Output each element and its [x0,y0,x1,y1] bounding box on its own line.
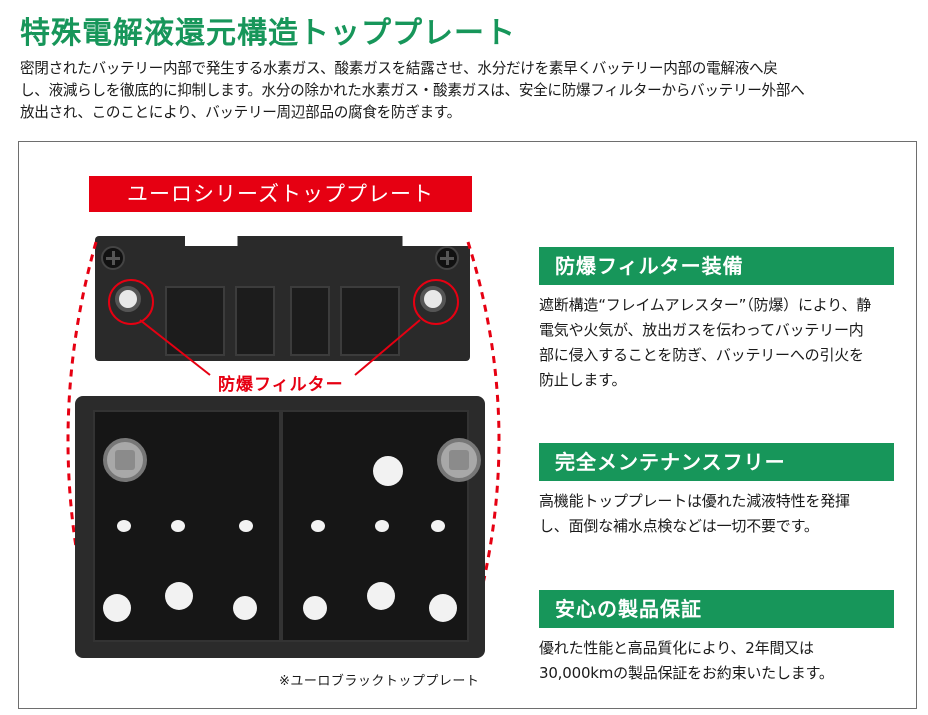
desc-line: 高機能トッププレートは優れた減液特性を発揮 [539,492,850,510]
intro-paragraph: 密閉されたバッテリー内部で発生する水素ガス、酸素ガスを結露させ、水分だけを素早く… [20,58,920,124]
vent-hole [431,520,445,532]
page-title: 特殊電解液還元構造トッププレート [20,16,516,51]
screw-icon [435,246,459,270]
feature-heading: 完全メンテナンスフリー [539,443,894,481]
vent-hole [171,520,185,532]
vent-hole [239,520,253,532]
desc-line: 電気や火気が、放出ガスを伝わってバッテリー内 [539,321,864,339]
feature-description: 優れた性能と高品質化により、2年間又は 30,000kmの製品保証をお約束いたし… [539,636,894,686]
vent-hole [311,520,325,532]
feature-heading: 安心の製品保証 [539,590,894,628]
feature-explosion-proof: 防爆フィルター装備 遮断構造“フレイムアレスター”（防爆）により、静 電気や火気… [539,247,894,393]
top-plate-image [95,236,470,361]
desc-line: 遮断構造“フレイムアレスター”（防爆）により、静 [539,296,872,314]
cell-cap [165,582,193,610]
desc-line: 優れた性能と高品質化により、2年間又は [539,639,814,657]
bottom-plate-image [75,396,485,658]
vent-hole [375,520,389,532]
feature-description: 高機能トッププレートは優れた減液特性を発揮 し、面倒な補水点検などは一切不要です… [539,489,894,539]
feature-warranty: 安心の製品保証 優れた性能と高品質化により、2年間又は 30,000kmの製品保… [539,590,894,686]
cell-cap [429,594,457,622]
intro-line: 放出され、このことにより、バッテリー周辺部品の腐食を防ぎます。 [20,104,461,121]
cell-cap [367,582,395,610]
series-banner: ユーロシリーズトッププレート [89,176,472,212]
screw-icon [101,246,125,270]
intro-line: し、液減らしを徹底的に抑制します。水分の除かれた水素ガス・酸素ガスは、安全に防爆… [20,82,805,99]
plate-cell [290,286,330,356]
intro-line: 密閉されたバッテリー内部で発生する水素ガス、酸素ガスを結露させ、水分だけを素早く… [20,60,778,77]
feature-description: 遮断構造“フレイムアレスター”（防爆）により、静 電気や火気が、放出ガスを伝わっ… [539,293,894,393]
cell-cap [303,596,327,620]
cell-cap [103,594,131,622]
desc-line: 30,000kmの製品保証をお約束いたします。 [539,664,834,682]
feature-maintenance-free: 完全メンテナンスフリー 高機能トッププレートは優れた減液特性を発揮 し、面倒な補… [539,443,894,539]
highlight-circle-right [413,279,459,325]
feature-heading: 防爆フィルター装備 [539,247,894,285]
filter-callout-label: 防爆フィルター [218,375,344,395]
cell-cap [233,596,257,620]
desc-line: 部に侵入することを防ぎ、バッテリーへの引火を [539,346,864,364]
plate-cell [235,286,275,356]
vent-hole [373,456,403,486]
plate-cell [165,286,225,356]
desc-line: し、面倒な補水点検などは一切不要です。 [539,517,819,535]
terminal-positive [437,438,481,482]
highlight-circle-left [108,279,154,325]
vent-hole [117,520,131,532]
desc-line: 防止します。 [539,371,627,389]
figure-caption: ※ユーロブラックトッププレート [279,674,480,689]
terminal-negative [103,438,147,482]
